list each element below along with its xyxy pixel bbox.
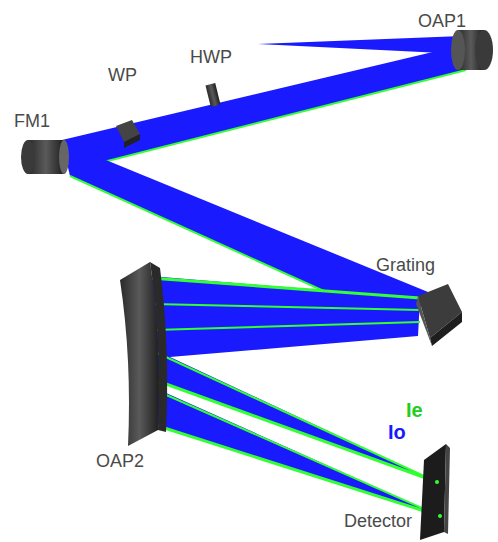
beam-edge <box>152 304 420 310</box>
oap2-mirror <box>120 262 167 446</box>
part-label: Grating <box>376 256 435 274</box>
half-wave-plate <box>205 83 220 107</box>
part-label: FM1 <box>14 112 50 130</box>
beam-edge <box>154 322 420 330</box>
part-label: WP <box>108 66 137 84</box>
beam-edge <box>72 70 466 170</box>
wave-plate <box>116 120 140 148</box>
grating <box>416 284 462 346</box>
part-label: OAP2 <box>96 452 144 470</box>
detector <box>420 444 450 540</box>
beam-edge <box>155 390 440 516</box>
part-label: Io <box>388 422 406 442</box>
fold-mirror <box>21 140 69 174</box>
part-label: Ie <box>406 400 423 420</box>
beam-edge <box>150 278 420 298</box>
beam <box>155 388 440 516</box>
oap1-mirror <box>451 30 493 70</box>
beam <box>150 276 420 358</box>
part-label: OAP1 <box>418 12 466 30</box>
part-label: HWP <box>190 48 232 66</box>
part-label: Detector <box>344 512 412 530</box>
beam <box>62 46 466 170</box>
focus-beam <box>258 36 462 54</box>
